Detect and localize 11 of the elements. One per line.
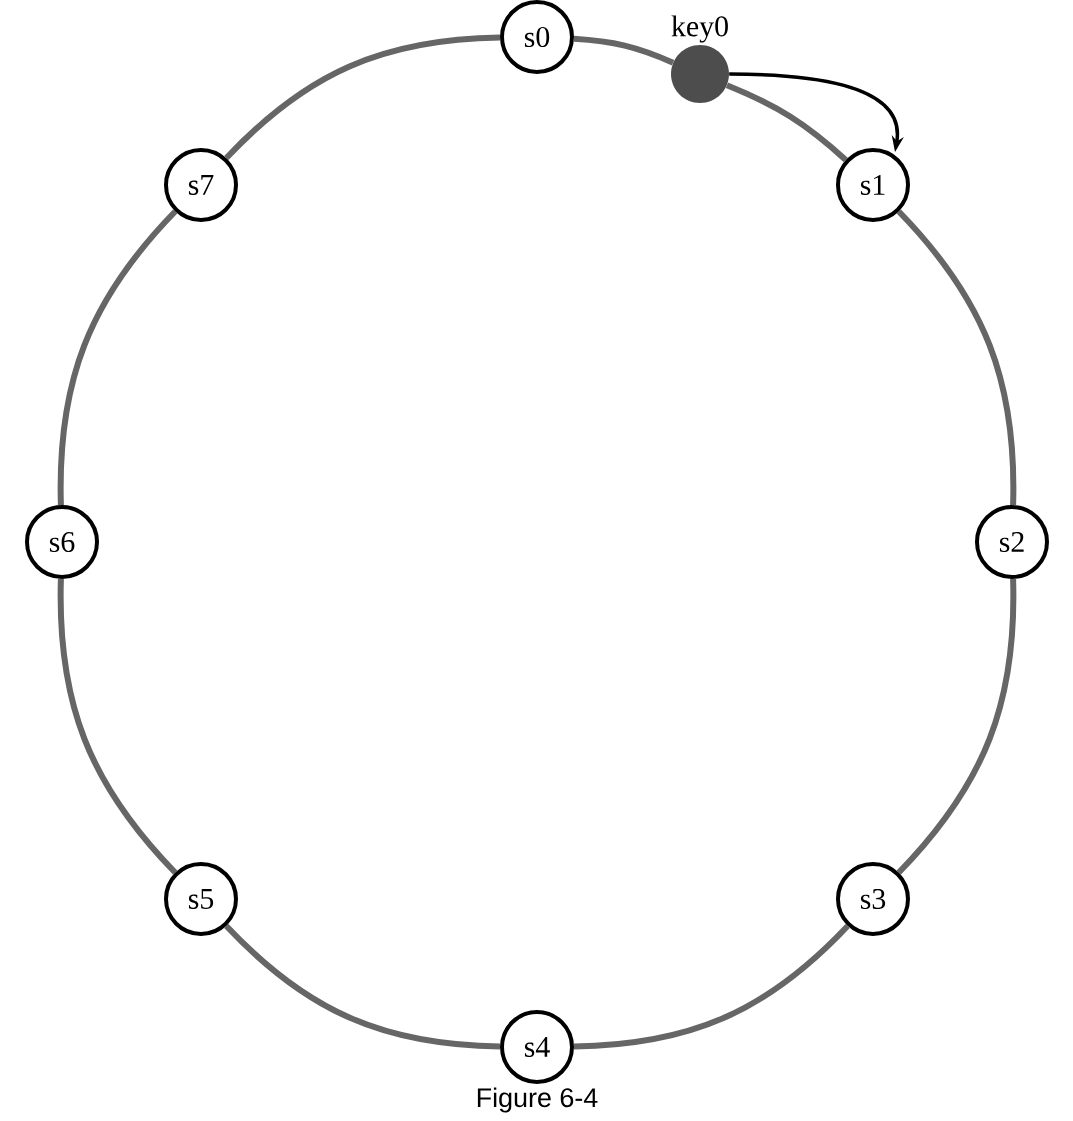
- ring-arc: [896, 578, 1017, 875]
- ring-arc: [224, 34, 501, 161]
- ring-arc: [573, 923, 850, 1050]
- ring-arc: [224, 923, 501, 1050]
- ring-arc: [725, 82, 848, 163]
- caption: Figure 6-4: [477, 1087, 598, 1113]
- ring-arc: [896, 209, 1017, 506]
- ring-arc: [57, 209, 178, 506]
- node-label: key0: [671, 15, 728, 43]
- ring-arc: [573, 35, 675, 66]
- ring-arc: [57, 578, 178, 875]
